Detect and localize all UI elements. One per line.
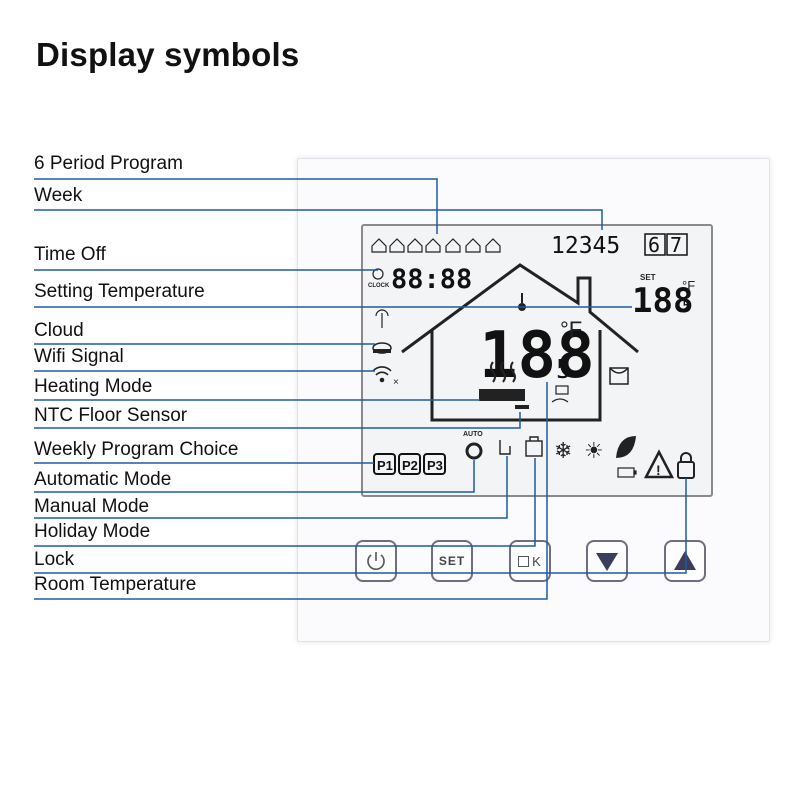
power-icon	[367, 552, 385, 570]
warning-icon: !	[643, 449, 675, 479]
hand-icon	[499, 440, 511, 455]
ok-o-label: O	[518, 555, 530, 567]
wifi-icon: ×	[372, 366, 399, 388]
up-button[interactable]	[664, 540, 706, 582]
snowflake-icon: ❄	[554, 438, 572, 463]
set-unit: °F	[682, 278, 695, 293]
power-button[interactable]	[355, 540, 397, 582]
label-ntc-floor-sensor: NTC Floor Sensor	[34, 405, 188, 426]
svg-text:×: ×	[393, 377, 399, 388]
page-title: Display symbols	[36, 36, 300, 73]
label-setting-temperature: Setting Temperature	[34, 281, 205, 302]
week-day-7-box	[666, 233, 688, 256]
heating-icon	[479, 361, 525, 401]
clock-digits: 88:88	[391, 264, 472, 295]
week-days: 12345	[551, 233, 620, 259]
thermometer-icon	[518, 293, 526, 311]
svg-text:!: !	[656, 462, 661, 478]
set-temp: 188	[632, 281, 693, 321]
battery-icon	[617, 467, 637, 478]
lock-icon	[677, 452, 695, 479]
week-day-6-box	[644, 233, 666, 256]
label-automatic-mode: Automatic Mode	[34, 469, 172, 490]
room-temp-decimal: 5	[556, 355, 572, 385]
program-p3: P3	[427, 458, 443, 473]
label-cloud: Cloud	[34, 320, 84, 341]
set-button[interactable]: SET	[431, 540, 473, 582]
floor-sensor-icon	[515, 405, 529, 409]
auto-icon	[465, 442, 483, 460]
lcd-screen	[361, 224, 713, 497]
house-roof	[401, 263, 639, 354]
clock-label: CLOCK	[368, 283, 390, 289]
week-day-6: 6	[648, 233, 660, 257]
program-p1: P1	[377, 458, 393, 473]
label-lock: Lock	[34, 549, 75, 570]
set-temp-decimal: 5	[682, 297, 692, 316]
program-p2: P2	[402, 458, 418, 473]
ok-k-label: K	[532, 553, 542, 569]
label-wifi-signal: Wifi Signal	[34, 346, 124, 367]
leader-lines	[34, 178, 687, 600]
label-manual-mode: Manual Mode	[34, 496, 150, 517]
sun-icon: ☀	[584, 438, 604, 463]
house-walls	[430, 330, 602, 422]
label-room-temperature: Room Temperature	[34, 574, 197, 595]
program-boxes	[373, 453, 446, 475]
label-heating-mode: Heating Mode	[34, 376, 153, 397]
room-unit: °F	[560, 317, 582, 342]
window-icon	[609, 367, 629, 385]
set-label: SET	[640, 273, 656, 282]
room-temp: 188	[479, 319, 595, 393]
wifi-antenna-icon	[375, 309, 389, 328]
cloud-icon	[372, 342, 392, 354]
label-week: Week	[34, 185, 83, 206]
label-holiday-mode: Holiday Mode	[34, 521, 151, 542]
leaf-icon	[616, 436, 636, 458]
auto-label: AUTO	[463, 431, 483, 438]
label-time-off: Time Off	[34, 244, 106, 265]
six-period-icons	[371, 238, 501, 253]
ok-button[interactable]: O K	[509, 540, 551, 582]
suitcase-icon	[525, 436, 543, 457]
label-six-period-program: 6 Period Program	[34, 153, 183, 174]
clock-icon	[372, 268, 384, 280]
label-weekly-program-choice: Weekly Program Choice	[34, 439, 239, 460]
week-day-7: 7	[670, 233, 682, 257]
holiday-icon	[551, 385, 569, 403]
down-button[interactable]	[586, 540, 628, 582]
up-arrow-icon	[674, 551, 696, 570]
down-arrow-icon	[596, 553, 618, 571]
